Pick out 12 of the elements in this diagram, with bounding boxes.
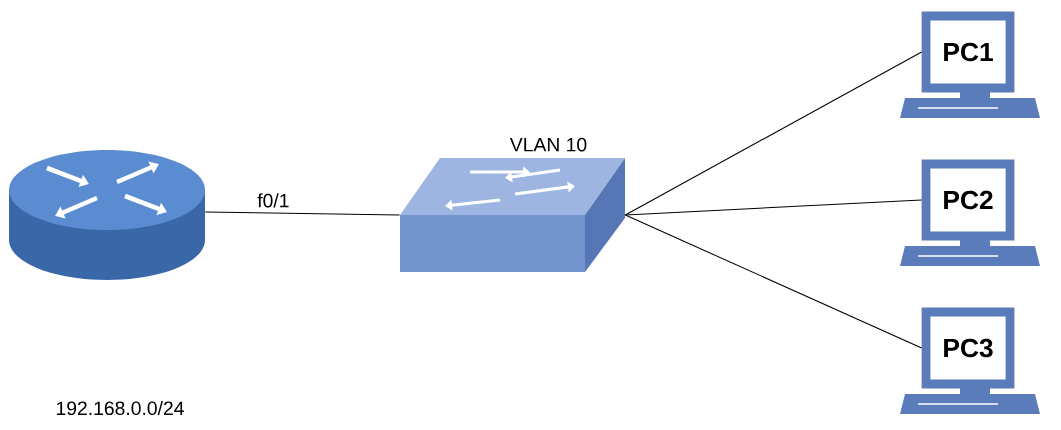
computer-drawing: PC1: [900, 11, 1040, 118]
node-caption: VLAN 10: [509, 137, 587, 152]
network-address: 192.168.0.0/24: [56, 400, 184, 416]
computer-drawing: PC3: [900, 307, 1040, 414]
switch-drawing: [400, 158, 625, 272]
connection-line: [204, 211, 401, 216]
router-drawing: [9, 150, 205, 280]
edge-label: f0/1: [257, 193, 289, 208]
connection-line: [624, 51, 923, 216]
connection-line: [624, 199, 923, 216]
connection-line: [624, 214, 923, 349]
computer-drawing: PC2: [900, 159, 1040, 266]
